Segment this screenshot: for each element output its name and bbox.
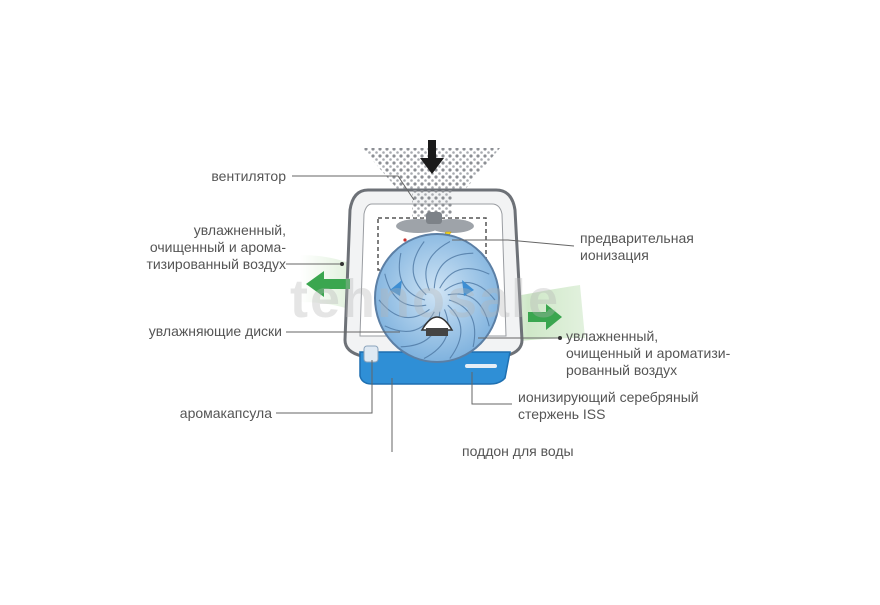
label-preion: предварительная ионизация xyxy=(580,230,694,264)
disc-curve xyxy=(447,293,490,327)
label-humid-right-line: очищенный и ароматизи- xyxy=(566,345,731,361)
disc-curve xyxy=(412,241,427,296)
label-humid-right-line: увлажненный, xyxy=(566,328,659,344)
label-preion-line: ионизация xyxy=(580,247,649,263)
disc-curve xyxy=(384,311,435,332)
fan-icon xyxy=(396,212,474,233)
rotation-arrow-left-icon xyxy=(390,280,402,296)
humidifying-discs xyxy=(374,233,500,363)
disc-curve xyxy=(447,304,462,359)
label-preion-line: предварительная xyxy=(580,230,694,246)
green-arrow-right-icon xyxy=(528,304,562,330)
intake-arrow-icon xyxy=(420,140,444,174)
label-rod-line: ионизирующий серебряный xyxy=(518,389,699,405)
watermark: tehnosale xyxy=(290,269,561,329)
label-humid-left-line: увлажненный, xyxy=(193,222,286,238)
disc-curve xyxy=(439,268,490,289)
aroma-capsule xyxy=(363,345,379,363)
intake-air-funnel xyxy=(362,148,500,198)
disc-curve xyxy=(378,299,430,318)
green-arrow-left-icon xyxy=(306,271,350,297)
ion-dot xyxy=(403,238,407,242)
label-tray: поддон для воды xyxy=(462,443,574,459)
label-humid-right-line: рованный воздух xyxy=(566,362,678,378)
disc-curve xyxy=(384,273,427,307)
leader-lines xyxy=(276,175,575,452)
rotation-arrow-right-icon xyxy=(462,280,474,296)
disc-curve xyxy=(448,299,476,348)
label-humid-left: увлажненный, очищенный и арома- тизирова… xyxy=(146,222,286,273)
label-rod-line: стержень ISS xyxy=(518,406,606,422)
label-fan: вентилятор xyxy=(211,168,286,184)
disc-curve xyxy=(398,252,426,301)
label-discs: увлажняющие диски xyxy=(148,323,282,339)
label-rod: ионизирующий серебряный стержень ISS xyxy=(518,389,699,423)
label-aroma: аромакапсула xyxy=(179,405,272,421)
disc-curve xyxy=(444,282,496,301)
leader-endpoints xyxy=(340,262,562,340)
silver-rod xyxy=(465,364,497,368)
disc-curve xyxy=(433,252,474,289)
label-humid-right: увлажненный, очищенный и ароматизи- рова… xyxy=(566,328,730,379)
label-humid-left-line: тизированный воздух xyxy=(146,256,286,272)
disc-curve xyxy=(423,309,449,359)
label-humid-left-line: очищенный и арома- xyxy=(149,239,286,255)
disc-curve xyxy=(425,241,451,291)
